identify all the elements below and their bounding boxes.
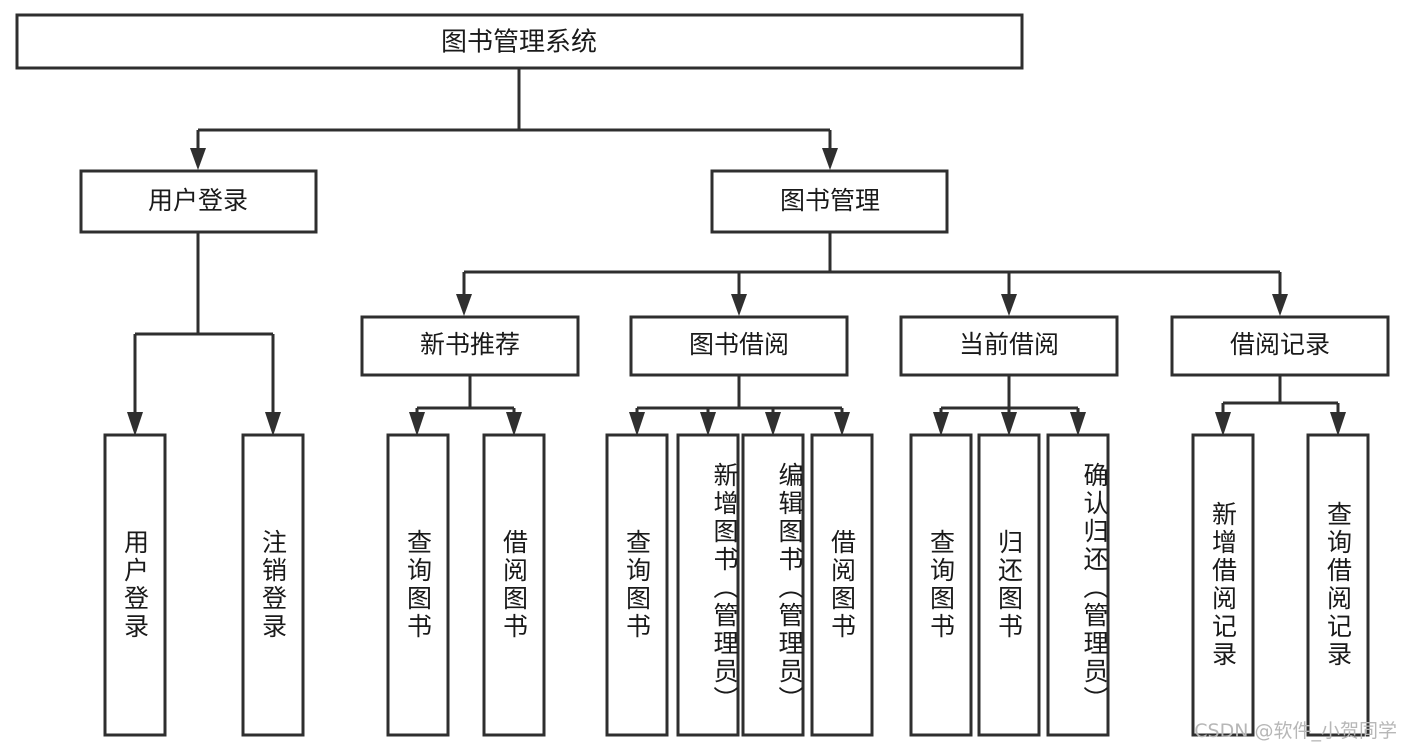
connector-group-current: [933, 375, 1086, 436]
node-leaf-5-box[interactable]: [605, 433, 669, 737]
node-leaf-1-box[interactable]: [103, 433, 167, 737]
node-bookmgmt-box[interactable]: [710, 169, 949, 234]
node-current-label: 当前借阅: [959, 330, 1059, 359]
node-login-box[interactable]: [79, 169, 318, 234]
arrow-head-leaf-4: [506, 412, 522, 436]
arrow-head-leaf-9: [933, 412, 949, 436]
arrow-head-leaf-5: [629, 412, 645, 436]
arrow-head-current: [1001, 294, 1017, 316]
node-login-label: 用户登录: [148, 186, 248, 215]
node-newbook-box[interactable]: [360, 315, 580, 377]
node-leaf-9-box[interactable]: [909, 433, 973, 737]
node-leaf-13-box[interactable]: [1306, 433, 1370, 737]
node-borrow-box[interactable]: [629, 315, 849, 377]
node-borrow[interactable]: 图书借阅: [629, 315, 849, 377]
connector-group-records: [1215, 375, 1346, 436]
arrow-head-leaf-13: [1330, 412, 1346, 436]
node-bookmgmt-label: 图书管理: [780, 186, 880, 215]
arrow-head-leaf-6: [700, 412, 716, 436]
arrow-head-leaf-10: [1001, 412, 1017, 436]
connector-group-login: [127, 232, 281, 436]
node-bookmgmt[interactable]: 图书管理: [710, 169, 949, 234]
node-leaf-7-box[interactable]: [741, 433, 805, 737]
node-leaf-11-box[interactable]: [1046, 433, 1110, 737]
arrow-head-bookmgmt: [822, 148, 838, 170]
node-leaf-8-box[interactable]: [810, 433, 874, 737]
node-root[interactable]: 图书管理系统: [15, 13, 1024, 70]
node-borrow-label: 图书借阅: [689, 330, 789, 359]
leaf-boxes: [103, 433, 1370, 737]
connector-group-borrow: [629, 375, 850, 436]
node-current-box[interactable]: [899, 315, 1119, 377]
node-root-label: 图书管理系统: [441, 28, 597, 58]
connector-group-newbook: [409, 375, 522, 436]
node-leaf-3-box[interactable]: [386, 433, 450, 737]
arrow-head-leaf-8: [834, 412, 850, 436]
arrow-head-leaf-3: [409, 412, 425, 436]
node-leaf-12-box[interactable]: [1191, 433, 1255, 737]
node-records-label: 借阅记录: [1230, 330, 1330, 359]
arrow-head-records: [1272, 294, 1288, 316]
arrow-head-leaf-7: [765, 412, 781, 436]
csdn-watermark: CSDN @软件_小贺同学: [1194, 720, 1397, 742]
node-current[interactable]: 当前借阅: [899, 315, 1119, 377]
node-newbook[interactable]: 新书推荐: [360, 315, 580, 377]
arrow-head-leaf-11: [1070, 412, 1086, 436]
node-leaf-6-box[interactable]: [676, 433, 740, 737]
node-records-box[interactable]: [1170, 315, 1390, 377]
node-leaf-2-box[interactable]: [241, 433, 305, 737]
arrow-head-leaf-12: [1215, 412, 1231, 436]
node-login[interactable]: 用户登录: [79, 169, 318, 234]
arrow-head-newbook: [456, 294, 472, 316]
arrow-head-login: [190, 148, 206, 170]
node-leaf-10-box[interactable]: [977, 433, 1041, 737]
arrow-head-leaf-2: [265, 412, 281, 436]
node-root-box[interactable]: [15, 13, 1024, 70]
arrow-head-borrow: [731, 294, 747, 316]
node-leaf-4-box[interactable]: [482, 433, 546, 737]
node-records[interactable]: 借阅记录: [1170, 315, 1390, 377]
arrow-head-leaf-1: [127, 412, 143, 436]
connector-group-root: [190, 68, 838, 170]
node-newbook-label: 新书推荐: [420, 330, 520, 359]
connector-group-bookmgmt: [456, 232, 1288, 316]
